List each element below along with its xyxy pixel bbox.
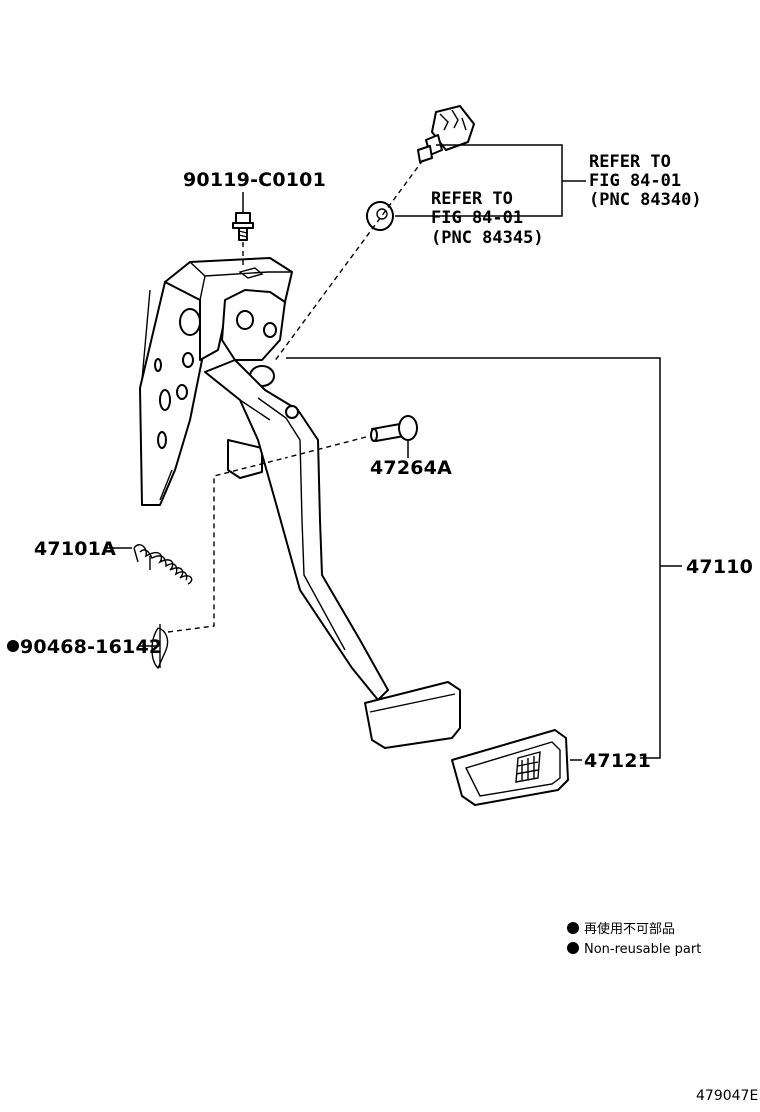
bolt-part [232,212,254,241]
legend-japanese: 再使用不可部品 [584,921,675,937]
bolt-part-number: 90119-C0101 [183,169,326,191]
refer-a-line3: (PNC 84345) [431,228,544,248]
refer-a-line2: FIG 84-01 [431,208,523,228]
pin-part-number: 47264A [370,457,452,479]
legend-marker-icon [567,922,579,934]
figure-code: 479047E [696,1088,758,1104]
clevis-pin-part [370,415,418,442]
pedal-pad-part [451,729,569,806]
legend: 再使用不可部品 Non-reusable part [567,921,701,957]
spring-part-number: 47101A [34,538,116,560]
clip-nut-part [366,201,394,231]
clip-part-number: 90468-16142 [20,636,162,658]
return-spring-part [133,544,193,585]
refer-b-line2: FIG 84-01 [589,171,681,191]
pedal-arm [204,359,461,749]
pedal-support-bracket [139,257,293,506]
refer-b-line3: (PNC 84340) [589,190,702,210]
non-reusable-marker-icon [7,640,19,652]
retaining-clip-part [151,624,169,670]
refer-a-line1: REFER TO [431,189,513,209]
brand-emblem-icon [515,751,541,783]
stop-lamp-switch-part [417,105,475,163]
legend-english: Non-reusable part [584,942,701,957]
pad-part-number: 47121 [584,750,651,772]
legend-marker-icon [567,942,579,954]
refer-b-line1: REFER TO [589,152,671,172]
pedal-assy-part-number: 47110 [686,556,753,578]
